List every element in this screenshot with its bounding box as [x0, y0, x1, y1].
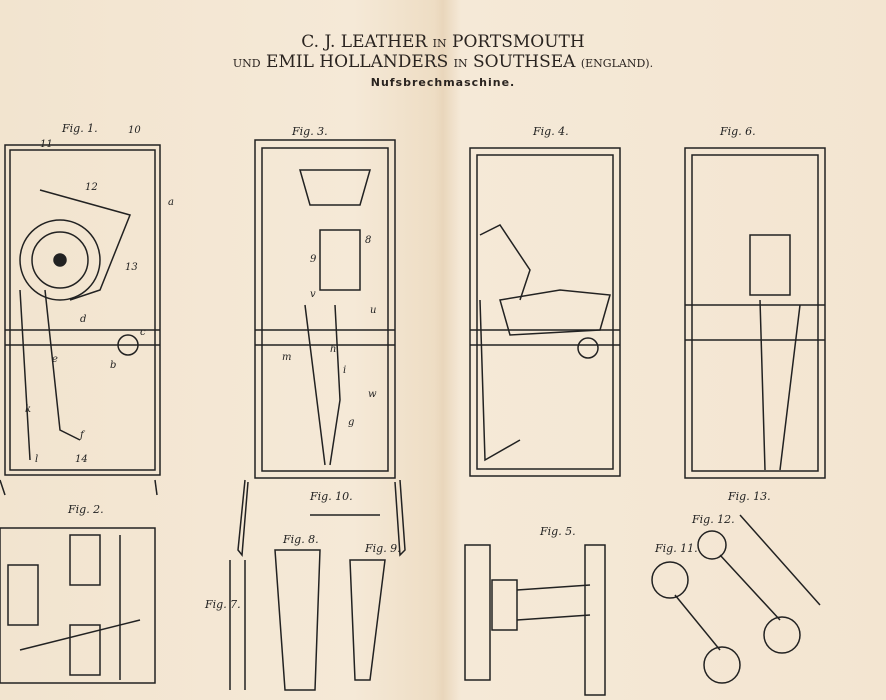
fig-6-label: Fig. 6. — [719, 125, 756, 138]
part-v: v — [310, 289, 316, 300]
fig-1-label: Fig. 1. — [61, 122, 98, 135]
fig-5-label: Fig. 5. — [539, 525, 576, 538]
inventor-2: EMIL HOLLANDERS — [266, 52, 449, 72]
in-word: IN — [453, 57, 468, 70]
figure-6-drawing — [684, 147, 826, 479]
figure-2-drawing — [0, 527, 156, 684]
part-13: 13 — [125, 262, 138, 273]
fig-12-label: Fig. 12. — [691, 513, 735, 526]
part-g: g — [348, 417, 354, 428]
inventor-1: C. J. LEATHER — [301, 32, 428, 52]
part-w: w — [368, 389, 377, 400]
part-12: 12 — [85, 182, 98, 193]
part-c: c — [140, 327, 146, 338]
part-i: i — [343, 365, 346, 376]
figure-4-drawing — [469, 147, 621, 477]
part-d: d — [80, 314, 86, 325]
part-u: u — [370, 305, 376, 316]
country: (ENGLAND). — [580, 57, 654, 70]
fig-8-label: Fig. 8. — [282, 533, 319, 546]
fig-4-label: Fig. 4. — [532, 125, 569, 138]
part-e: e — [52, 354, 58, 365]
fig-3-label: Fig. 3. — [291, 125, 328, 138]
figure-7-10-drawing — [229, 514, 386, 691]
part-m: m — [282, 352, 291, 363]
part-9: 9 — [310, 254, 317, 265]
patent-subtitle: Nufsbrechmaschine. — [370, 76, 516, 89]
part-b: b — [110, 360, 116, 371]
part-k: k — [25, 404, 31, 415]
figure-11-13-drawing — [651, 514, 821, 684]
part-10: 10 — [128, 125, 141, 136]
fig-9-label: Fig. 9. — [364, 542, 401, 555]
fig-11-label: Fig. 11. — [654, 542, 698, 555]
fig-10-label: Fig. 10. — [309, 490, 353, 503]
fig-13-label: Fig. 13. — [727, 490, 771, 503]
fig-2-label: Fig. 2. — [67, 503, 104, 516]
part-8: 8 — [365, 235, 371, 246]
part-14: 14 — [75, 454, 88, 465]
part-a: a — [168, 197, 174, 208]
part-f: f — [79, 430, 86, 441]
figure-3-drawing — [237, 139, 406, 557]
fig-7-label: Fig. 7. — [204, 598, 241, 611]
und-word: UND — [232, 57, 261, 70]
part-l: l — [35, 454, 38, 465]
city-1: PORTSMOUTH — [452, 32, 585, 52]
header-line-2: UND EMIL HOLLANDERS IN SOUTHSEA (ENGLAND… — [0, 52, 886, 72]
city-2: SOUTHSEA — [473, 52, 576, 72]
figure-5-drawing — [464, 544, 606, 696]
in-word: IN — [432, 37, 447, 50]
part-h: h — [330, 344, 336, 355]
part-11: 11 — [40, 139, 53, 150]
header-line-1: C. J. LEATHER IN PORTSMOUTH — [0, 32, 886, 52]
figure-1-drawing — [0, 144, 161, 496]
